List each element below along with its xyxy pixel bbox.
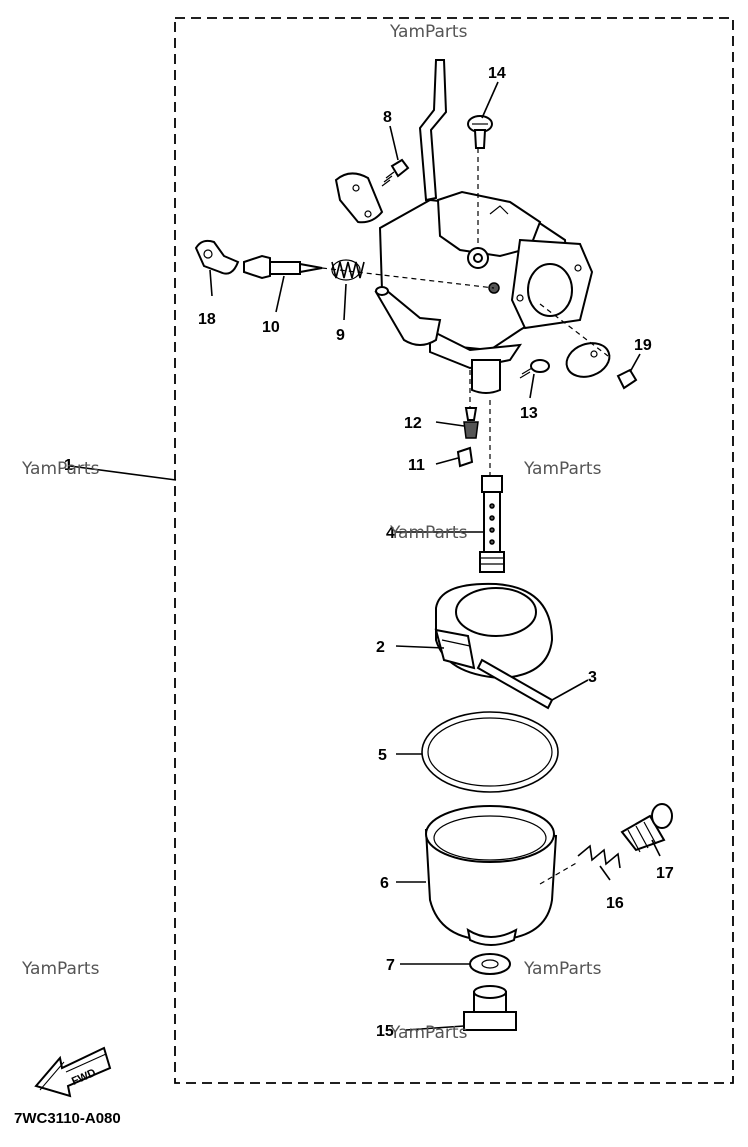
part-10 [243, 254, 323, 280]
callout-2: 2 [376, 639, 385, 656]
callout-5: 5 [378, 747, 387, 764]
bolt-15 [463, 985, 517, 1031]
part-4 [479, 475, 505, 573]
watermark-bottom: YamParts [389, 1023, 468, 1043]
float-2 [434, 582, 554, 680]
callout-8: 8 [383, 109, 392, 126]
carburetor-body [334, 59, 594, 394]
callouts: 8 14 18 10 9 19 13 12 11 1 4 2 3 5 6 7 1… [64, 65, 674, 1040]
callout-4: 4 [386, 525, 395, 542]
watermark-center: YamParts [389, 523, 468, 543]
screw-8 [381, 158, 410, 187]
callout-15: 15 [376, 1023, 394, 1040]
watermark-left-mid: YamParts [21, 459, 100, 479]
part-12 [463, 407, 479, 439]
part-11 [456, 446, 474, 468]
washer-7 [469, 953, 511, 975]
float-bowl-6 [424, 805, 558, 946]
part-18 [194, 239, 240, 275]
watermark-right-mid: YamParts [523, 459, 602, 479]
callout-13: 13 [520, 405, 538, 422]
callout-19: 19 [634, 337, 652, 354]
spring-16 [577, 844, 621, 869]
part-19 [565, 342, 638, 390]
callout-7: 7 [386, 957, 395, 974]
callout-14: 14 [488, 65, 506, 82]
callout-3: 3 [588, 669, 597, 686]
callout-6: 6 [380, 875, 389, 892]
assembly-boundary [174, 17, 734, 1084]
callout-17: 17 [656, 865, 674, 882]
leader-lines [69, 81, 661, 1031]
watermarks: YamParts YamParts YamParts YamParts YamP… [21, 22, 602, 1043]
pin-3 [476, 658, 554, 710]
diagram-code: 7WC3110-A080 [14, 1110, 121, 1127]
watermark-top: YamParts [389, 22, 468, 42]
callout-18: 18 [198, 311, 216, 328]
fwd-arrow-icon: FWD [34, 1046, 112, 1098]
callout-11: 11 [408, 457, 425, 474]
callout-10: 10 [262, 319, 280, 336]
screw-13 [519, 359, 550, 379]
gasket-5 [421, 711, 559, 793]
watermark-left-low: YamParts [21, 959, 100, 979]
callout-12: 12 [404, 415, 422, 432]
screw-17 [620, 803, 673, 853]
watermark-right-low: YamParts [523, 959, 602, 979]
callout-9: 9 [336, 327, 345, 344]
alignment-lines [321, 148, 609, 885]
screw-14 [467, 115, 493, 149]
spring-9 [331, 259, 365, 281]
callout-16: 16 [606, 895, 624, 912]
callout-1: 1 [64, 457, 73, 474]
